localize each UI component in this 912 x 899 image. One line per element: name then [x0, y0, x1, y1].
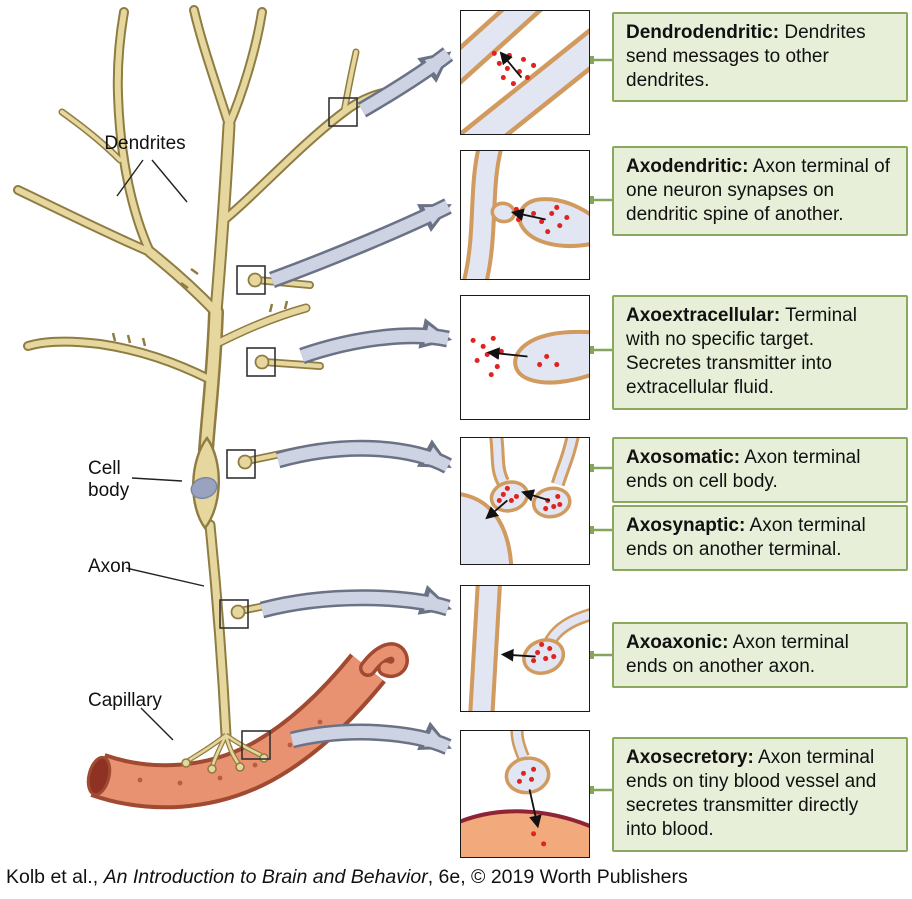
legend-box-dendrodendritic: Dendrodendritic: Dendrites send messages… [612, 12, 908, 103]
legend-box-axodendritic: Axodendritic: Axon terminal of one neuro… [612, 146, 908, 237]
axosomatic-axosynaptic-inset-illustration [461, 438, 580, 564]
legend-box-axosomatic: Axosomatic: Axon terminal ends on cell b… [612, 437, 908, 504]
caption-edition: , 6e, © 2019 Worth Publishers [427, 866, 688, 888]
axosomatic-axosynaptic-inset [460, 437, 590, 565]
block-arrows [259, 47, 454, 755]
legend-connectors [591, 58, 612, 792]
axosecretory-inset-illustration [461, 731, 589, 857]
axoextracellular-inset [460, 295, 590, 420]
caption-authors: Kolb et al., [6, 866, 104, 888]
legend-box-axoextracellular: Axoextracellular: Terminal with no speci… [612, 295, 908, 410]
legend-term: Axosecretory: [626, 747, 754, 768]
legend-term: Axosomatic: [626, 447, 741, 468]
label-dendrites: Dendrites [104, 133, 186, 154]
nucleus [190, 476, 218, 500]
caption-book-title: An Introduction to Brain and Behavior [103, 866, 428, 888]
axoextracellular-inset-illustration [470, 329, 589, 385]
legend-term: Dendrodendritic: [626, 22, 780, 43]
legend-desc: Axon terminal ends on cell body. [626, 447, 861, 493]
legend-box-axosecretory: Axosecretory: Axon terminal ends on tiny… [612, 737, 908, 852]
legend-connector-dots [586, 56, 594, 794]
dendrodendritic-inset [460, 10, 590, 135]
block-arrow [259, 585, 453, 619]
block-arrow [275, 439, 453, 474]
sample-location-boxes [219, 97, 358, 760]
legend-term: Axoextracellular: [626, 305, 781, 326]
label-axon: Axon [88, 556, 132, 577]
legend-box-axosynaptic: Axosynaptic: Axon terminal ends on anoth… [612, 505, 908, 572]
legend-desc: Axon terminal ends on tiny blood vessel … [626, 747, 877, 841]
label-cell-body: Cell body [88, 458, 130, 501]
block-arrow [357, 47, 454, 118]
axoaxonic-inset [460, 585, 590, 712]
legend-desc: Dendrites send messages to other dendrit… [626, 22, 866, 92]
axoaxonic-inset-illustration [468, 586, 589, 711]
block-arrow [299, 318, 453, 365]
legend-box-axoaxonic: Axoaxonic: Axon terminal ends on another… [612, 622, 908, 689]
legend-desc: Axon terminal of one neuron synapses on … [626, 156, 890, 226]
block-arrow [269, 198, 452, 288]
legend-term: Axosynaptic: [626, 515, 746, 536]
figure-caption: Kolb et al., An Introduction to Brain an… [6, 866, 688, 889]
legend-desc: Axon terminal ends on another terminal. [626, 515, 866, 561]
legend-term: Axoaxonic: [626, 632, 729, 653]
legend-desc: Axon terminal ends on another axon. [626, 632, 849, 678]
axodendritic-inset-illustration [462, 151, 589, 279]
dendritic-spines [111, 267, 289, 347]
axon-terminal-fan [181, 732, 269, 774]
legend-term: Axodendritic: [626, 156, 749, 177]
block-arrow [290, 721, 452, 755]
axodendritic-inset [460, 150, 590, 280]
legend-desc: Terminal with no specific target. Secret… [626, 305, 857, 399]
label-capillary: Capillary [88, 690, 162, 711]
dendrodendritic-inset-illustration [461, 11, 589, 134]
axosecretory-inset [460, 730, 590, 858]
label-pointer-lines [116, 159, 205, 741]
